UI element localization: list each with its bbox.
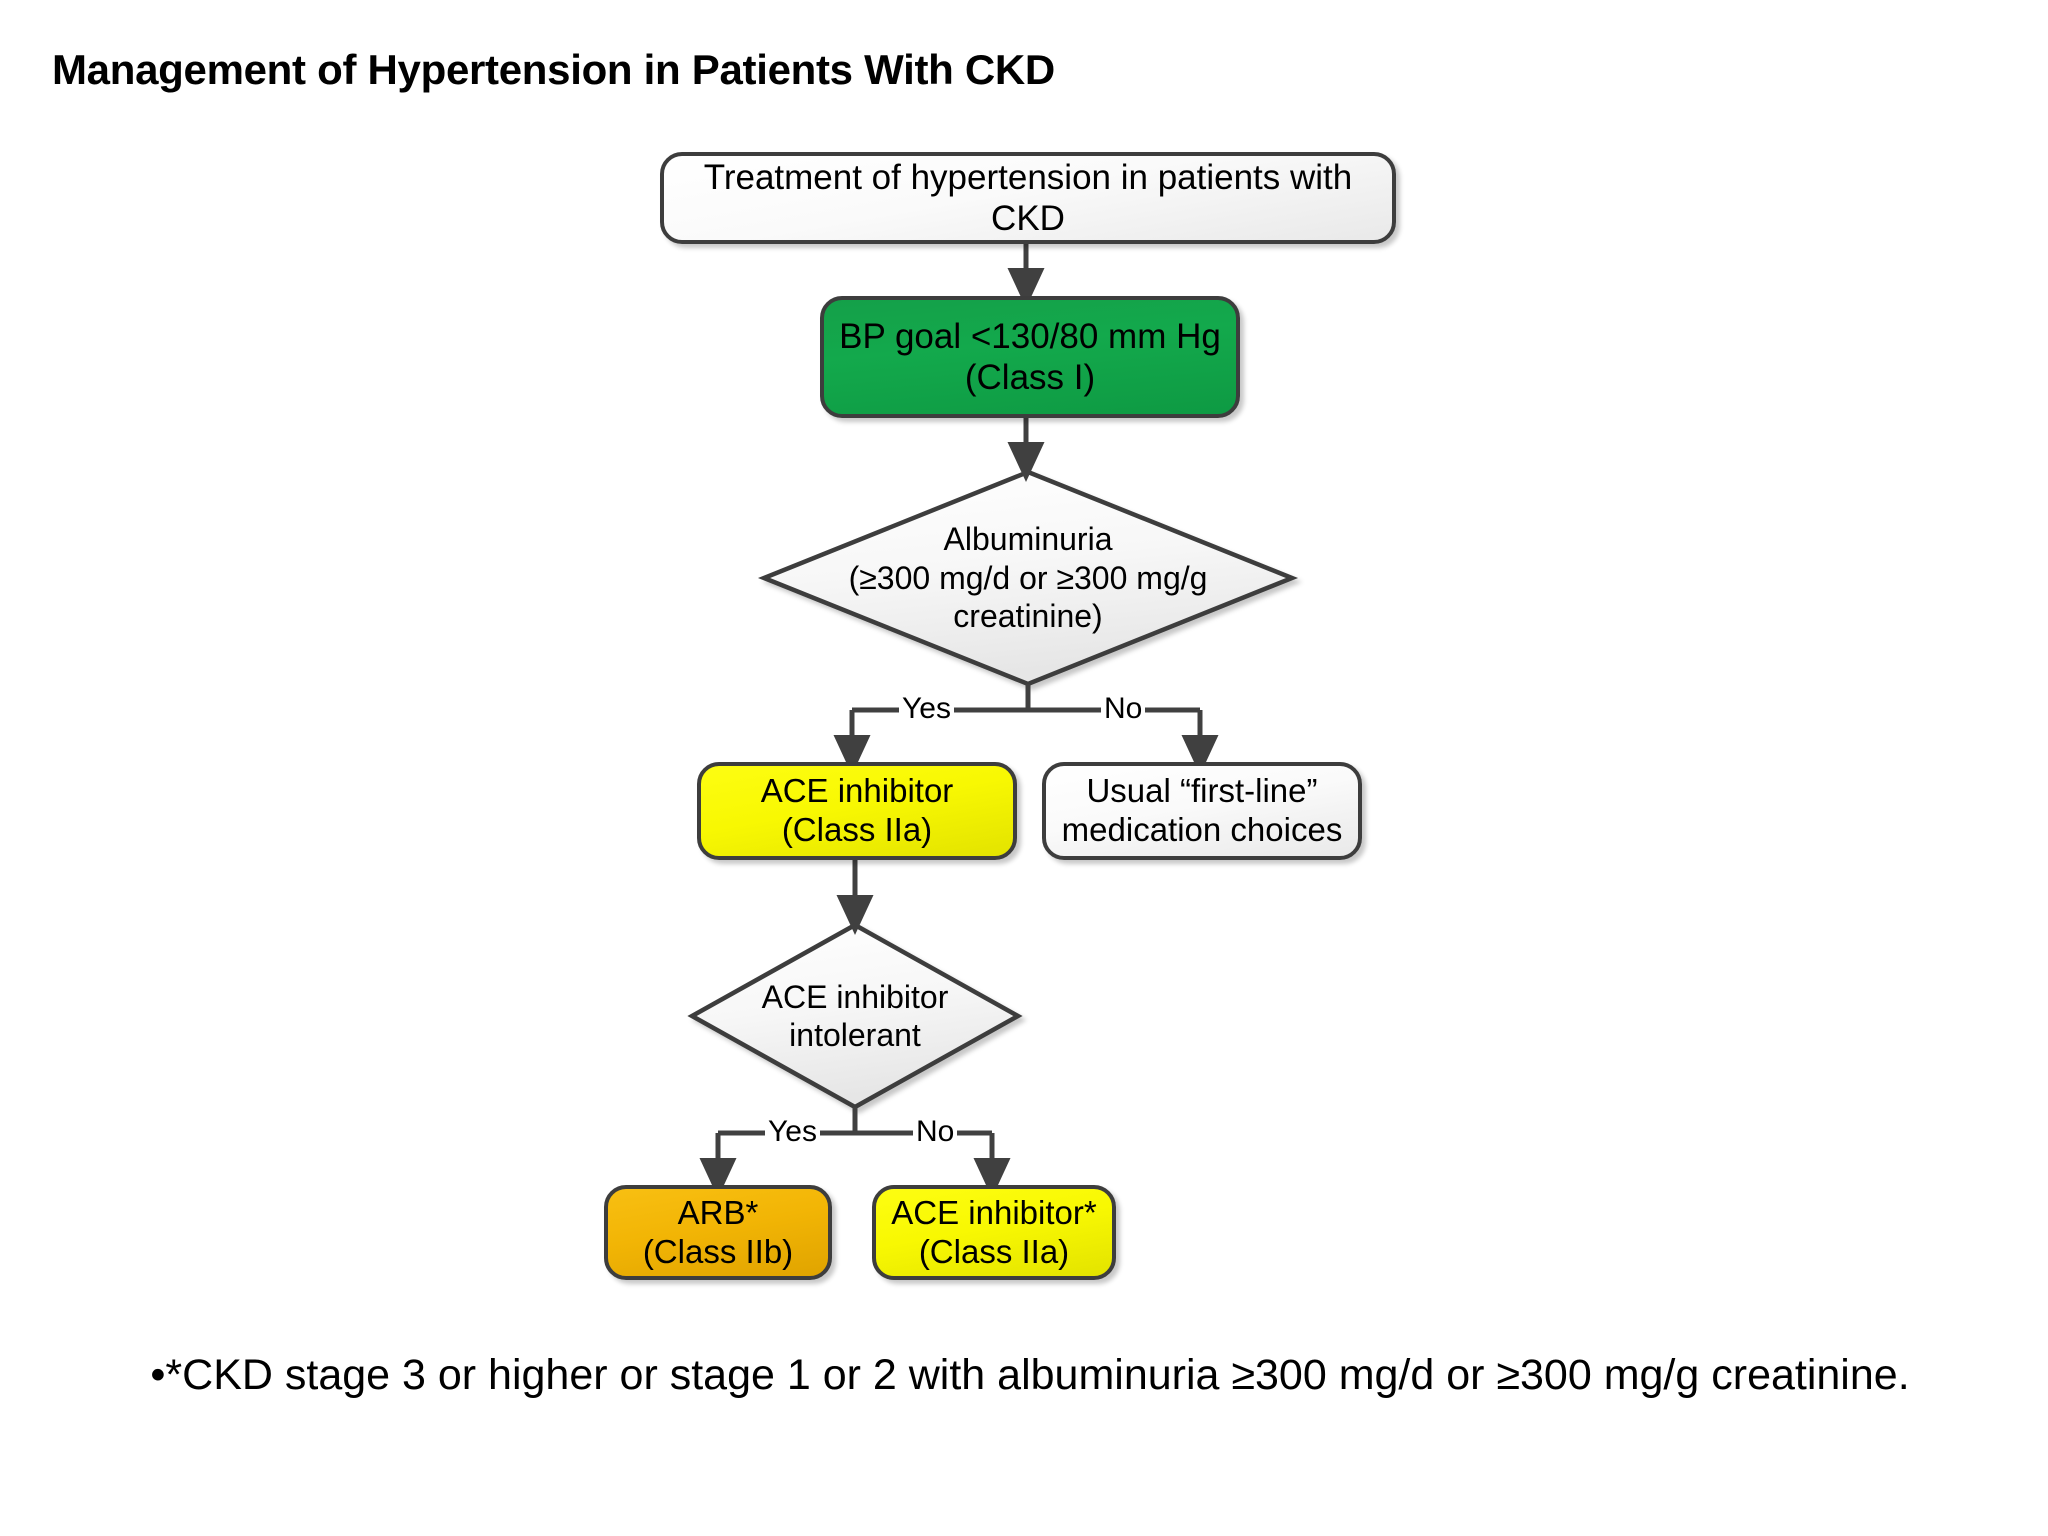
node-bp-goal-line2: (Class I) xyxy=(964,358,1096,397)
node-arb[interactable]: ARB* (Class IIb) xyxy=(604,1185,832,1280)
edge-label-intolerant-yes: Yes xyxy=(765,1117,820,1147)
edge-label-albuminuria-yes: Yes xyxy=(899,694,954,724)
node-ace-inhibitor[interactable]: ACE inhibitor (Class IIa) xyxy=(697,762,1017,860)
footnote-text: *CKD stage 3 or higher or stage 1 or 2 w… xyxy=(165,1351,1910,1399)
page-title: Management of Hypertension in Patients W… xyxy=(52,46,1055,93)
edge-label-albuminuria-no: No xyxy=(1101,694,1146,724)
node-first-line-line1: Usual “first-line” xyxy=(1086,772,1318,810)
node-albuminuria-line2: (≥300 mg/d or ≥300 mg/g xyxy=(848,559,1208,596)
node-albuminuria-line1: Albuminuria xyxy=(943,521,1113,558)
node-ace-inhibitor-star-line1: ACE inhibitor* xyxy=(891,1193,1097,1231)
node-ace-inhibitor-star[interactable]: ACE inhibitor* (Class IIa) xyxy=(872,1185,1116,1280)
node-arb-line1: ARB* xyxy=(677,1193,759,1231)
footnote-bullet: • xyxy=(150,1351,166,1399)
node-first-line[interactable]: Usual “first-line” medication choices xyxy=(1042,762,1362,860)
footnote: •*CKD stage 3 or higher or stage 1 or 2 … xyxy=(150,1348,1910,1404)
node-ace-inhibitor-line2: (Class IIa) xyxy=(781,811,933,848)
node-ace-inhibitor-star-line2: (Class IIa) xyxy=(918,1232,1070,1270)
node-albuminuria-line3: creatinine) xyxy=(953,598,1103,635)
node-bp-goal[interactable]: BP goal <130/80 mm Hg (Class I) xyxy=(820,296,1240,418)
node-ace-inhibitor-line1: ACE inhibitor xyxy=(760,772,954,810)
node-arb-line2: (Class IIb) xyxy=(642,1232,794,1270)
node-ace-intolerant-line1: ACE inhibitor xyxy=(761,978,949,1015)
node-ace-intolerant-line2: intolerant xyxy=(789,1017,921,1053)
node-start-label: Treatment of hypertension in patients wi… xyxy=(703,157,1353,238)
node-bp-goal-line1: BP goal <130/80 mm Hg xyxy=(839,316,1221,356)
node-first-line-line2: medication choices xyxy=(1061,811,1343,848)
node-albuminuria[interactable]: Albuminuria (≥300 mg/d or ≥300 mg/g crea… xyxy=(764,508,1292,648)
node-ace-intolerant[interactable]: ACE inhibitor intolerant xyxy=(692,967,1018,1065)
edge-label-intolerant-no: No xyxy=(913,1117,958,1147)
node-start[interactable]: Treatment of hypertension in patients wi… xyxy=(660,152,1396,244)
